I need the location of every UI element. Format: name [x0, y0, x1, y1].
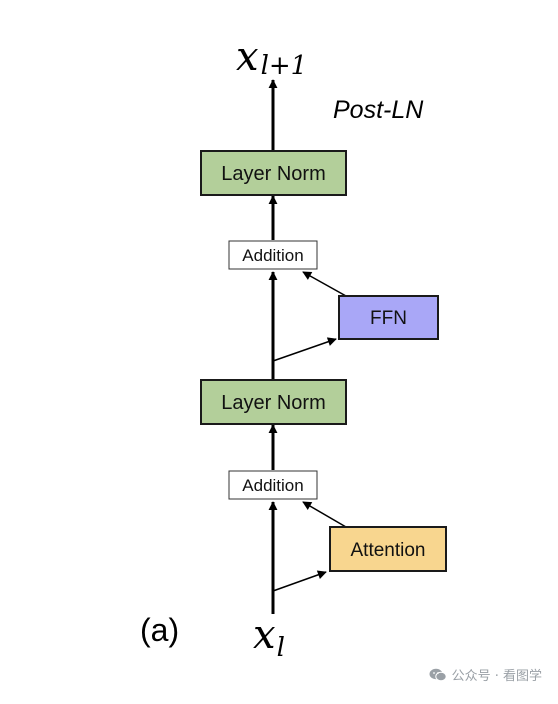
- layer-norm-bottom-label: Layer Norm: [221, 392, 325, 414]
- addition-top-block: Addition: [228, 240, 318, 270]
- output-symbol-base: x: [236, 34, 259, 80]
- layer-norm-bottom-block: Layer Norm: [200, 379, 347, 425]
- wechat-icon: [429, 668, 447, 681]
- panel-label: (a): [140, 612, 179, 648]
- input-symbol-base: x: [253, 612, 276, 658]
- attention-block: Attention: [329, 526, 447, 572]
- addition-bottom-label: Addition: [242, 476, 303, 495]
- output-symbol: xl+1: [236, 34, 307, 81]
- input-symbol-subscript: l: [277, 633, 285, 663]
- watermark: 公众号 · 看图学: [429, 665, 542, 684]
- ffn-block: FFN: [338, 295, 439, 340]
- layer-norm-to-ffn-arrow: [272, 337, 337, 362]
- addition-top-label: Addition: [242, 246, 303, 265]
- addition-bottom-block: Addition: [228, 470, 318, 500]
- ffn-label: FFN: [370, 308, 407, 329]
- diagram-title: Post-LN: [333, 96, 424, 124]
- attention-to-addition-arrow: [302, 501, 347, 528]
- attention-label: Attention: [351, 540, 426, 561]
- layer-norm-top-label: Layer Norm: [221, 163, 325, 185]
- watermark-text: 公众号 · 看图学: [451, 669, 542, 684]
- output-symbol-subscript: l+1: [261, 51, 308, 81]
- input-symbol: xl: [253, 612, 285, 663]
- input-to-attention-arrow: [272, 570, 327, 592]
- layer-norm-top-block: Layer Norm: [200, 150, 347, 196]
- ffn-to-addition-arrow: [302, 271, 347, 297]
